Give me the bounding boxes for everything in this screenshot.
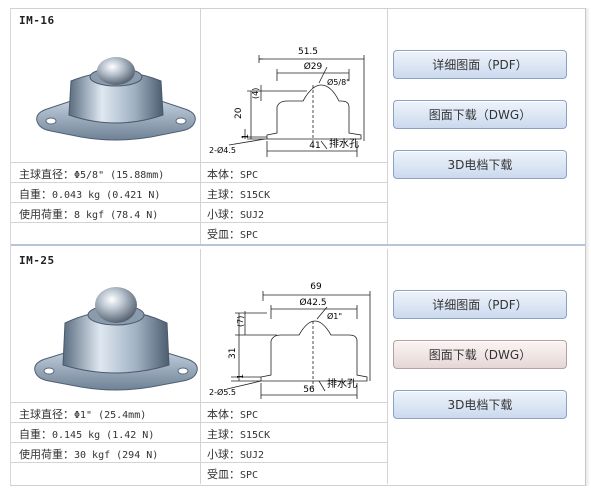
- spec-row: 自重：0.145 kg (1.42 N) 主球：S15CK: [11, 422, 387, 442]
- dim-overall-width: 51.5: [298, 47, 318, 57]
- spec-row: 自重：0.043 kg (0.421 N) 主球：S15CK: [11, 182, 387, 202]
- product-im-16: IM-16: [11, 9, 586, 244]
- dim-hole-pitch: 41: [309, 141, 320, 151]
- dim-inner-diameter: Ø42.5: [299, 297, 326, 308]
- model-name: IM-16: [19, 14, 55, 27]
- dim-height: 20: [234, 107, 244, 119]
- material-value: SUJ2: [240, 450, 265, 461]
- dim-protrusion: (4): [251, 88, 260, 99]
- dim-height: 31: [228, 348, 238, 359]
- spec-row: 使用荷重：30 kgf (294 N) 小球：SUJ2: [11, 442, 387, 462]
- spec-value: 8 kgf (78.4 N): [74, 210, 159, 221]
- material-value: SPC: [240, 470, 259, 481]
- spec-row: 受皿：SPC: [11, 222, 387, 242]
- dim-ball-label: Ø5/8": [327, 77, 350, 87]
- detail-pdf-button[interactable]: 详细图面（PDF）: [393, 290, 567, 319]
- ball-transfer-photo: [36, 57, 196, 141]
- dim-holes: 2-Ø5.5: [209, 387, 236, 397]
- dimension-drawing: 51.5 Ø29 Ø5/8" 20 (4) 1 2-Ø4.5 41 排水孔: [209, 47, 365, 157]
- dim-flange: 1: [236, 374, 245, 379]
- spec-value: 0.043 kg (0.421 N): [52, 190, 161, 201]
- 3d-download-button[interactable]: 3D电档下载: [393, 390, 567, 419]
- spec-row: 受皿：SPC: [11, 462, 387, 482]
- material-value: SPC: [240, 230, 259, 241]
- dim-ball-label: Ø1": [327, 311, 342, 321]
- drain-hole-label: 排水孔: [329, 137, 359, 150]
- dimension-drawing: 69 Ø42.5 Ø1" 31 (7) 1 2-Ø5.5 56 排水孔: [209, 282, 371, 399]
- drain-hole-label: 排水孔: [327, 377, 357, 390]
- dim-hole-pitch: 56: [303, 385, 315, 395]
- material-value: SPC: [240, 410, 259, 421]
- spec-value: 30 kgf (294 N): [74, 450, 159, 461]
- spec-value: Φ5/8" (15.88mm): [74, 170, 165, 181]
- detail-pdf-button[interactable]: 详细图面（PDF）: [393, 50, 567, 79]
- dim-inner-diameter: Ø29: [304, 61, 323, 72]
- spec-row: 使用荷重：8 kgf (78.4 N) 小球：SUJ2: [11, 202, 387, 222]
- material-value: SPC: [240, 170, 259, 181]
- product-separator: [11, 244, 586, 246]
- 3d-download-button[interactable]: 3D电档下载: [393, 150, 567, 179]
- material-value: S15CK: [240, 430, 271, 441]
- material-value: SUJ2: [240, 210, 265, 221]
- dim-overall-width: 69: [310, 282, 322, 292]
- dwg-download-button[interactable]: 图面下载（DWG）: [393, 340, 567, 369]
- product-table-frame: [10, 8, 586, 486]
- spec-row: 主球直径：Φ1" (25.4mm) 本体：SPC: [11, 402, 387, 422]
- dim-flange: 1: [241, 134, 250, 139]
- dim-holes: 2-Ø4.5: [209, 145, 236, 155]
- spec-row: 主球直径：Φ5/8" (15.88mm) 本体：SPC: [11, 162, 387, 182]
- model-name: IM-25: [19, 254, 55, 267]
- dim-protrusion: (7): [236, 316, 245, 327]
- spec-value: Φ1" (25.4mm): [74, 410, 147, 421]
- ball-transfer-photo: [34, 287, 198, 391]
- product-im-25: IM-25: [11, 249, 586, 484]
- spec-value: 0.145 kg (1.42 N): [52, 430, 155, 441]
- material-value: S15CK: [240, 190, 271, 201]
- dwg-download-button[interactable]: 图面下载（DWG）: [393, 100, 567, 129]
